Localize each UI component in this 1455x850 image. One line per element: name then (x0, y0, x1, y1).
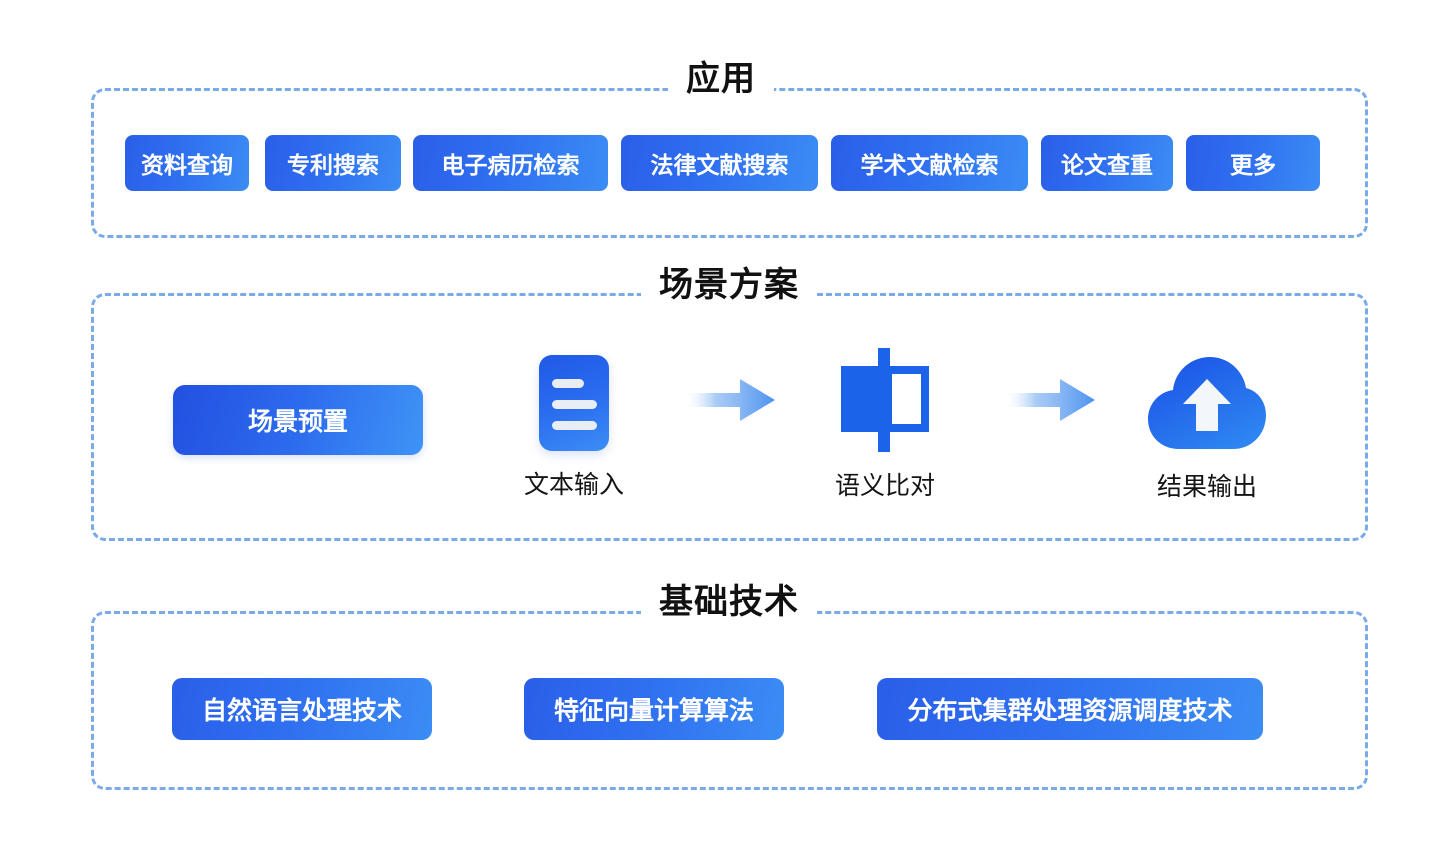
app-button-patent-search[interactable]: 专利搜索 (265, 135, 401, 191)
flow-step-text-input[interactable]: 文本输入 (524, 355, 624, 499)
section-title-scene-solution: 场景方案 (641, 268, 817, 302)
zhong-compare-icon (835, 346, 935, 456)
flow-step-result-output[interactable]: 结果输出 (1148, 357, 1266, 501)
flow-step-semantic-compare[interactable]: 语义比对 (835, 346, 935, 500)
flow-label-text-input: 文本输入 (523, 471, 625, 499)
document-lines-icon (539, 355, 609, 451)
arrow-right-icon-1 (683, 376, 775, 424)
app-button-legal-literature-search[interactable]: 法律文献搜索 (621, 135, 818, 191)
cloud-upload-icon (1148, 357, 1266, 455)
app-button-more[interactable]: 更多 (1186, 135, 1320, 191)
app-button-paper-plagiarism-check[interactable]: 论文查重 (1041, 135, 1173, 191)
scene-preset-button[interactable]: 场景预置 (173, 385, 423, 455)
tech-button-distributed-cluster-scheduling[interactable]: 分布式集群处理资源调度技术 (877, 678, 1263, 740)
tech-button-nlp[interactable]: 自然语言处理技术 (172, 678, 432, 740)
app-button-academic-literature-retrieval[interactable]: 学术文献检索 (831, 135, 1028, 191)
flow-label-semantic-compare: 语义比对 (834, 472, 936, 500)
arrow-right-icon-2 (1003, 376, 1095, 424)
app-button-emr-retrieval[interactable]: 电子病历检索 (413, 135, 608, 191)
tech-button-feature-vector-algorithm[interactable]: 特征向量计算算法 (524, 678, 784, 740)
section-title-application: 应用 (668, 62, 774, 96)
app-button-data-query[interactable]: 资料查询 (125, 135, 249, 191)
section-title-base-technology: 基础技术 (641, 585, 817, 619)
flow-label-result-output: 结果输出 (1156, 473, 1258, 501)
